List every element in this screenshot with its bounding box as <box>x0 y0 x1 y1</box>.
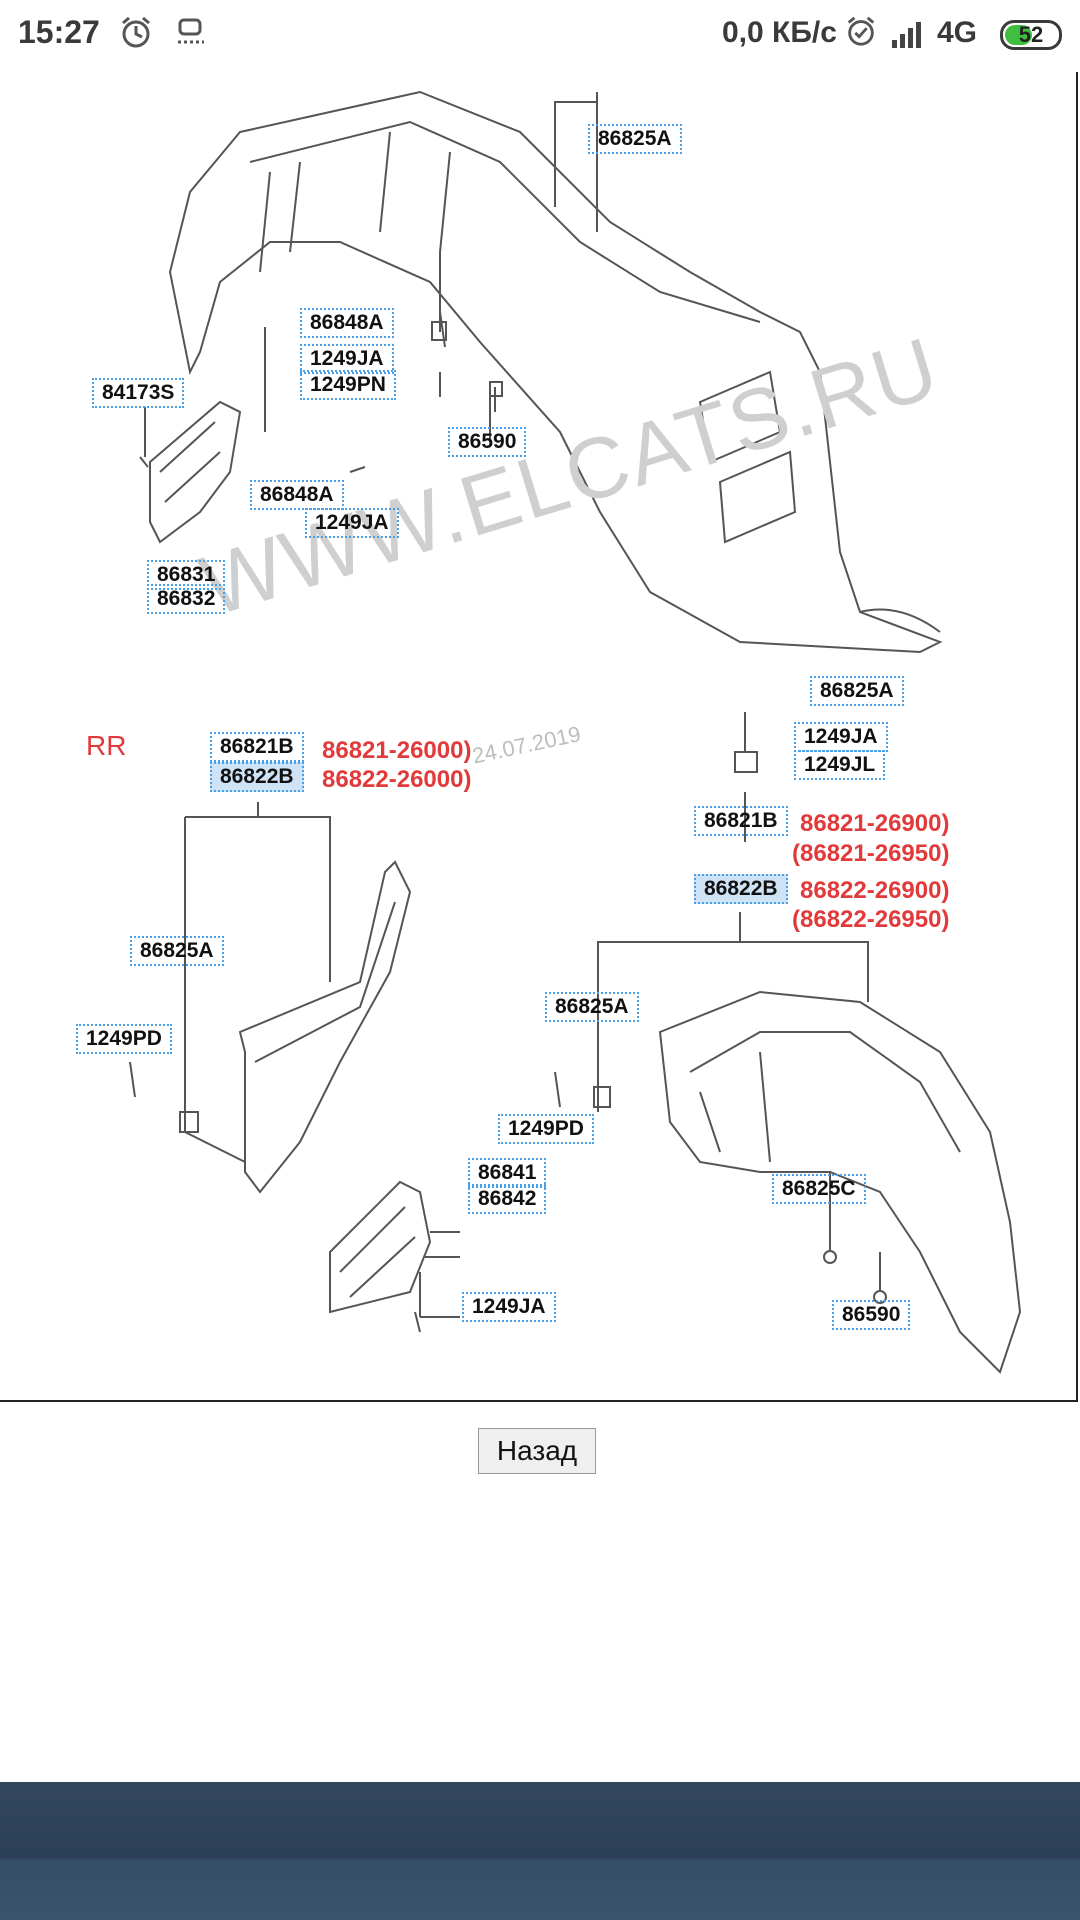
battery-fill <box>1005 25 1032 45</box>
parts-diagram: WWW.ELCATS.RU 24.07.2019 86825A 86848A 1… <box>0 72 1078 1402</box>
part-label-1249ja-a[interactable]: 1249JA <box>300 344 394 374</box>
network-speed: 0,0 КБ/с <box>722 16 837 49</box>
fender-liner-left <box>238 860 412 1194</box>
network-type: 4G <box>937 16 978 49</box>
mudflap-top <box>149 400 242 544</box>
part-label-86590-top[interactable]: 86590 <box>448 427 527 457</box>
part-label-1249ja-b[interactable]: 1249JA <box>305 508 399 538</box>
battery-icon: 52 <box>1000 20 1062 50</box>
note-86822-26000: 86822-26000) <box>322 766 472 793</box>
parts-drawing <box>129 90 1022 1374</box>
part-label-1249ja-d[interactable]: 1249JA <box>462 1292 556 1322</box>
note-86822-26950: (86822-26950) <box>792 906 950 933</box>
back-button[interactable]: Назад <box>478 1428 596 1474</box>
part-label-86848a-a[interactable]: 86848A <box>300 308 394 338</box>
part-label-1249ja-c[interactable]: 1249JA <box>794 722 888 752</box>
part-label-86822b-right[interactable]: 86822B <box>694 874 788 904</box>
part-label-86825a-right[interactable]: 86825A <box>545 992 639 1022</box>
battery-level: 52 <box>1018 22 1044 47</box>
part-label-86821b-left[interactable]: 86821B <box>210 732 304 762</box>
part-label-86848a-b[interactable]: 86848A <box>250 480 344 510</box>
screen-cast-icon <box>178 18 204 44</box>
part-label-86825a-top[interactable]: 86825A <box>588 124 682 154</box>
part-label-86841[interactable]: 86841 <box>468 1158 547 1188</box>
part-label-1249pd-left[interactable]: 1249PD <box>76 1024 172 1054</box>
part-label-86590-bottom[interactable]: 86590 <box>832 1300 911 1330</box>
part-label-84173s[interactable]: 84173S <box>92 378 185 408</box>
note-86821-26000: 86821-26000) <box>322 737 472 764</box>
part-label-86832[interactable]: 86832 <box>147 584 226 614</box>
part-label-86831[interactable]: 86831 <box>147 560 226 590</box>
part-label-86825c[interactable]: 86825C <box>772 1174 866 1204</box>
note-86821-26900: 86821-26900) <box>800 810 950 837</box>
part-label-86825a-left[interactable]: 86825A <box>130 936 224 966</box>
status-time: 15:27 <box>18 14 100 50</box>
signal-icon <box>892 22 921 48</box>
part-label-86821b-right[interactable]: 86821B <box>694 806 788 836</box>
fender-liner-right <box>658 990 1022 1374</box>
part-label-1249pd-right[interactable]: 1249PD <box>498 1114 594 1144</box>
part-label-86825a-mid[interactable]: 86825A <box>810 676 904 706</box>
part-label-1249pn[interactable]: 1249PN <box>300 370 396 400</box>
bottom-navigation-bar <box>0 1782 1080 1920</box>
status-bar: 15:27 0,0 КБ/с 4G 52 <box>0 0 1080 72</box>
mudflap-bottom <box>329 1180 432 1314</box>
note-86822-26900: 86822-26900) <box>800 877 950 904</box>
part-label-86822b-left[interactable]: 86822B <box>210 762 304 792</box>
part-label-1249jl[interactable]: 1249JL <box>794 750 886 780</box>
section-label-rr: RR <box>86 730 127 761</box>
part-label-86842[interactable]: 86842 <box>468 1184 547 1214</box>
fender-liner-top <box>168 90 943 654</box>
alarm-icon <box>847 16 875 46</box>
note-86821-26950: (86821-26950) <box>792 840 950 867</box>
alarm-icon <box>122 16 150 48</box>
